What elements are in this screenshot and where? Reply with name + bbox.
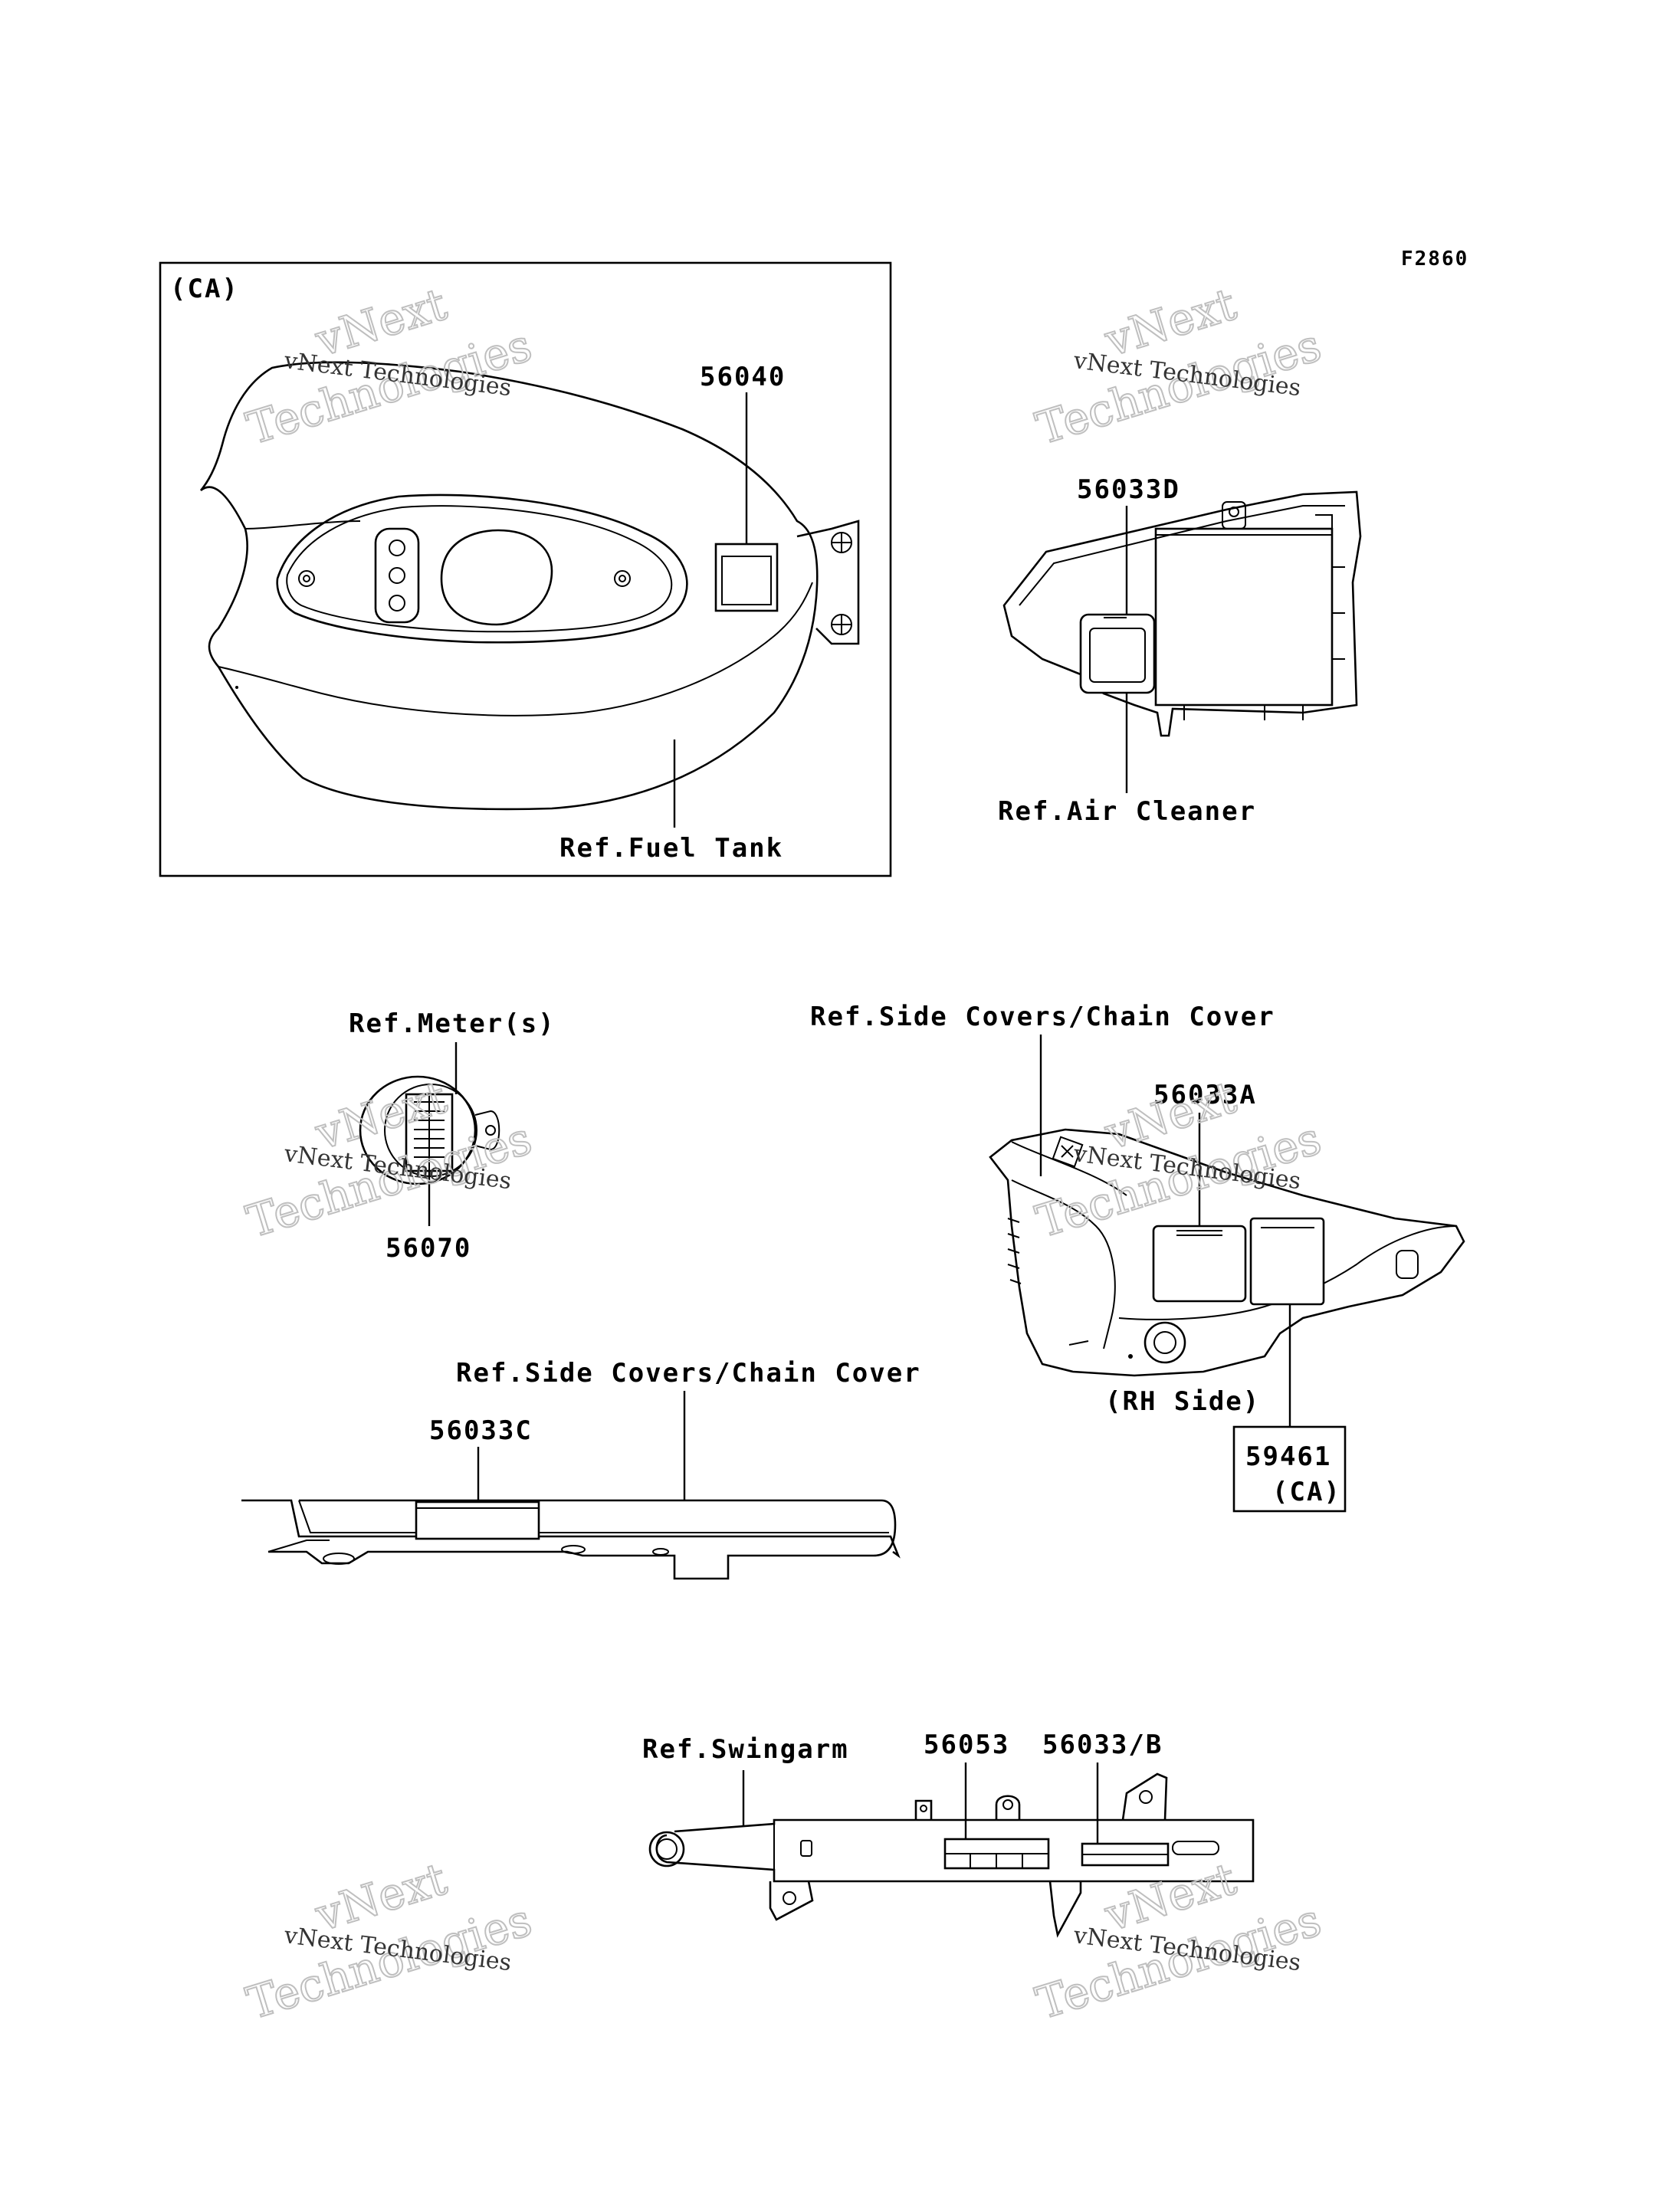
ref-swingarm: Ref.Swingarm — [642, 1734, 849, 1765]
part-56053: 56053 — [924, 1730, 1009, 1760]
ref-side-covers-a: Ref.Side Covers/Chain Cover — [810, 1002, 1275, 1032]
label-56033A-sidecover — [1152, 1225, 1247, 1303]
ref-fuel-tank: Ref.Fuel Tank — [559, 833, 783, 864]
label-56040-tank — [714, 543, 779, 612]
box-59461 — [1232, 1425, 1347, 1513]
label-56033D-aircleaner — [1079, 613, 1156, 694]
label-59461-sidecover — [1249, 1217, 1325, 1306]
side-cover-rh-group: Ref.Side Covers/Chain Cover 56033A (RH S… — [810, 1002, 1465, 1513]
watermark-top-left: vNext Technologies vNext Technologies — [240, 277, 538, 456]
meter-group: Ref.Meter(s) 56070 — [349, 1008, 556, 1264]
figure-code: F2860 — [1401, 248, 1468, 271]
part-56033D: 56033D — [1077, 474, 1180, 505]
watermark-top-right: vNext Technologies vNext Technologies — [1029, 277, 1327, 456]
air-cleaner-drawing — [1002, 490, 1362, 737]
swingarm-group: Ref.Swingarm 56053 56033/B — [642, 1730, 1255, 1938]
watermark-bottom-left: vNext Technologies vNext Technologies — [240, 1852, 538, 2031]
ca-panel-frame — [159, 261, 892, 877]
ref-side-covers-c: Ref.Side Covers/Chain Cover — [456, 1358, 921, 1389]
side-cover-rh-drawing — [989, 1128, 1465, 1377]
part-56070: 56070 — [386, 1233, 471, 1264]
part-56040: 56040 — [700, 362, 786, 392]
ref-air-cleaner: Ref.Air Cleaner — [998, 796, 1256, 827]
meter-drawing — [359, 1075, 500, 1185]
part-59461: 59461 — [1245, 1441, 1331, 1472]
part-56033B: 56033/B — [1042, 1730, 1163, 1760]
fuel-tank-drawing — [200, 361, 860, 811]
fuel-tank-panel: (CA) — [159, 261, 892, 877]
chain-cover-group: Ref.Side Covers/Chain Cover 56033C — [241, 1358, 921, 1580]
side-note-rh: (RH Side) — [1105, 1386, 1260, 1417]
part-56033C: 56033C — [429, 1415, 533, 1446]
ref-meters: Ref.Meter(s) — [349, 1008, 556, 1039]
swingarm-drawing — [648, 1772, 1255, 1938]
watermark-mid-left: vNext Technologies vNext Technologies — [240, 1071, 538, 1249]
ca-panel-tag: (CA) — [170, 274, 239, 304]
watermark-bottom-right: vNext Technologies vNext Technologies — [1029, 1852, 1327, 2031]
chain-cover-drawing — [241, 1499, 901, 1580]
air-cleaner-group: 56033D Ref.Air Cleaner — [998, 474, 1362, 827]
part-56033A: 56033A — [1153, 1080, 1257, 1110]
part-59461-note: (CA) — [1272, 1477, 1341, 1507]
